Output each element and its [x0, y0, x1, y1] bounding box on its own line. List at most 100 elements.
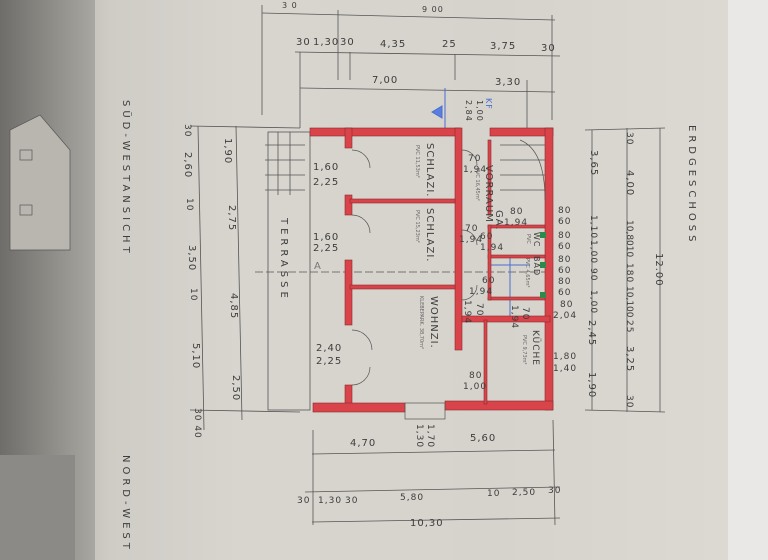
room-wc: WC: [532, 232, 541, 248]
dim-bottom: 2,50: [512, 488, 537, 498]
floor-title: ERDGESCHOSS: [686, 125, 697, 246]
dim-right: 4,00: [624, 170, 635, 197]
dim-right: 10,8010: [624, 220, 634, 258]
dim-left: 30 40: [192, 408, 202, 439]
dim-top: 30: [340, 37, 355, 48]
opening-height: 60: [558, 266, 572, 276]
dim-bottom-overall: 10,30: [410, 518, 444, 529]
dim-left: 3,50: [186, 245, 197, 272]
elevation-title-northwest: NORD-WEST: [120, 455, 131, 553]
door-height: 1,00: [463, 382, 488, 392]
dim-entrance: 2,84: [464, 100, 473, 122]
dim-right: 2,45: [586, 320, 597, 347]
opening-height: 60: [558, 288, 572, 298]
room-bedroom-1-area: PVC 11,53m²: [414, 145, 420, 178]
door-width: 70: [468, 154, 482, 164]
opening-width: 1,80: [553, 352, 578, 362]
section-mark: A: [314, 261, 322, 272]
dim-right: 3,25: [624, 346, 635, 373]
dim-bottom: 10: [487, 489, 501, 499]
walls: [309, 127, 554, 413]
room-bedroom-1: SCHLAZI.: [424, 143, 435, 198]
opening-width: 80: [558, 277, 572, 287]
dim-left: 2,75: [226, 205, 237, 232]
door-width: 60: [480, 232, 494, 242]
door-width: 70: [520, 307, 530, 321]
dim-right: 1,00: [588, 290, 598, 315]
door-height: 1,94: [504, 218, 529, 228]
room-wc-floor: PVC: [525, 234, 531, 244]
room-kitchen: KÜCHE: [530, 330, 540, 366]
dim-bottom: 4,70: [350, 438, 377, 449]
dim-right: 30: [624, 132, 634, 146]
dim-left: 4,85: [228, 293, 239, 320]
door-width: 70: [474, 303, 484, 317]
door-width: 60: [482, 276, 496, 286]
window-height: 2,25: [313, 243, 340, 254]
opening-height: 2,04: [553, 311, 578, 321]
door-width: 80: [510, 207, 524, 217]
doors-and-stairs: [351, 139, 546, 420]
dim-right: 1,90: [586, 372, 597, 399]
book-page: [0, 0, 728, 560]
dim-top: 7,00: [372, 75, 399, 86]
dim-right-overall: 12.00: [653, 253, 664, 287]
dim-right: 90: [588, 268, 598, 282]
dim-bottom: 30: [297, 496, 311, 506]
opening-height: 60: [558, 242, 572, 252]
window-width: 2,40: [316, 343, 343, 354]
room-bath-area: PVC 4,65m²: [524, 258, 530, 288]
dim-top: 1,30: [313, 37, 340, 48]
dim-right: 10,100: [624, 286, 634, 318]
dim-left: 5,10: [190, 343, 201, 370]
dim-bottom: 30: [345, 496, 359, 506]
door-height: 1,94: [462, 300, 472, 325]
window-width: 1,60: [313, 232, 340, 243]
dim-top: 3 0: [282, 1, 298, 10]
opening-width: 80: [558, 231, 572, 241]
dim-right: 1,00: [588, 240, 598, 265]
window-height: 2,25: [313, 177, 340, 188]
elevation-title-southwest: SÜD-WESTANSICHT: [120, 100, 131, 257]
dim-left: 10: [188, 288, 198, 302]
door-height: 1,94: [480, 243, 505, 253]
opening-height: 60: [558, 217, 572, 227]
room-bath: BAD: [532, 256, 541, 277]
door-height: 1,94: [463, 165, 488, 175]
dim-entrance: KF: [484, 98, 493, 110]
room-wardrobe: GA.: [493, 210, 504, 231]
dim-left: 10: [184, 198, 194, 212]
dim-right: 180: [624, 263, 634, 284]
terrace-label: TERRASSE: [278, 218, 289, 302]
room-hall-area: PVC 16,45m²: [474, 168, 480, 201]
dimension-lines: [189, 5, 666, 526]
room-living: WOHNZI.: [428, 296, 439, 349]
opening-width: 80: [560, 300, 574, 310]
door-height: 1,94: [469, 287, 494, 297]
room-living-area: KLEBEPARK. 38,70m²: [418, 296, 424, 350]
dim-bottom: 5,80: [400, 493, 425, 503]
dim-left: 30: [182, 124, 192, 138]
dim-left: 1,90: [222, 138, 233, 165]
opening-width: 80: [558, 206, 572, 216]
vents: [540, 232, 546, 298]
dim-right: 30: [624, 395, 634, 409]
room-hall: VORRAUM: [483, 165, 494, 223]
dim-bottom: 30: [548, 486, 562, 496]
dim-top: 3,30: [495, 77, 522, 88]
dim-entrance: 1,00: [475, 100, 484, 122]
window-width: 1,60: [313, 162, 340, 173]
door-height: 1,94: [459, 235, 484, 245]
dim-bottom-window: 1,30: [414, 424, 424, 449]
door-height: 1,94: [509, 305, 519, 330]
dim-top: 3,75: [490, 41, 517, 52]
elevation-sketch: [9, 114, 71, 251]
dim-bottom: 5,60: [470, 433, 497, 444]
dim-top: 9 00: [422, 5, 444, 14]
opening-width: 80: [558, 255, 572, 265]
dim-right: 25: [624, 320, 634, 334]
blue-annotations: [431, 88, 530, 320]
dim-bottom-window: 1,70: [425, 424, 435, 449]
room-kitchen-area: PVC 9,73m²: [521, 335, 527, 365]
